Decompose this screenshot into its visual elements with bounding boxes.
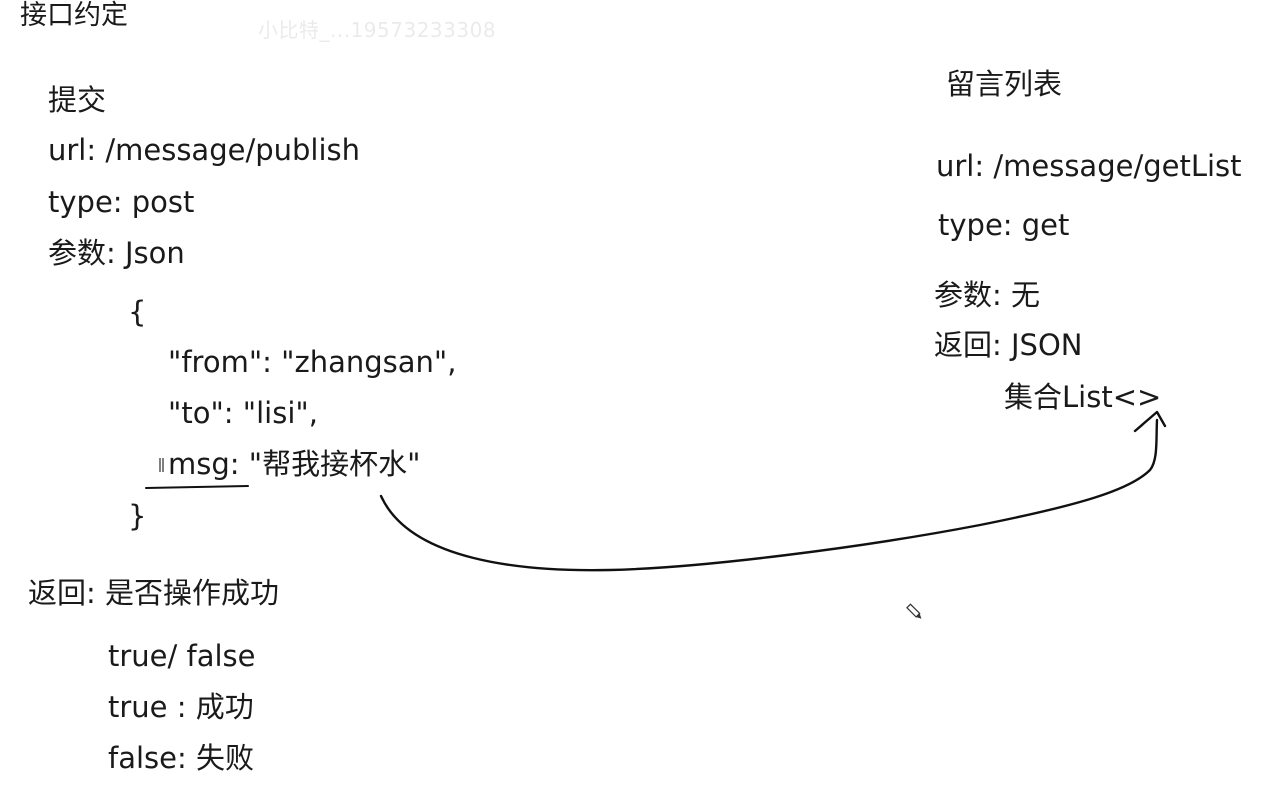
msg-underline (145, 485, 249, 489)
watermark: 小比特_...19573233308 (258, 18, 497, 42)
json-from-field: "from": "zhangsan", (168, 345, 457, 379)
arrow-annotation (379, 418, 1159, 572)
return-heading: 返回: 是否操作成功 (28, 576, 279, 610)
return-line-2: true : 成功 (108, 690, 254, 724)
list-url: url: /message/getList (936, 149, 1242, 183)
list-type: type: get (938, 208, 1070, 242)
pencil-cursor-icon (906, 603, 922, 619)
list-returns: 返回: JSON (934, 328, 1083, 362)
json-close-brace: } (128, 499, 147, 533)
arrow-head (1133, 410, 1167, 433)
submit-params: 参数: Json (48, 236, 185, 270)
json-to-field: "to": "lisi", (168, 396, 318, 430)
submit-url: url: /message/publish (48, 133, 361, 167)
json-open-brace: { (128, 295, 147, 329)
return-line-3: false: 失败 (108, 741, 254, 775)
page-title: 接口约定 (20, 0, 128, 31)
msg-tick-marks (159, 458, 164, 472)
return-line-1: true/ false (108, 639, 256, 673)
list-collection: 集合List<> (1004, 380, 1162, 414)
submit-heading: 提交 (48, 83, 107, 117)
json-msg-field: msg: "帮我接杯水" (168, 447, 421, 481)
submit-type: type: post (48, 185, 195, 219)
list-heading: 留言列表 (946, 67, 1063, 101)
list-params: 参数: 无 (934, 278, 1040, 312)
